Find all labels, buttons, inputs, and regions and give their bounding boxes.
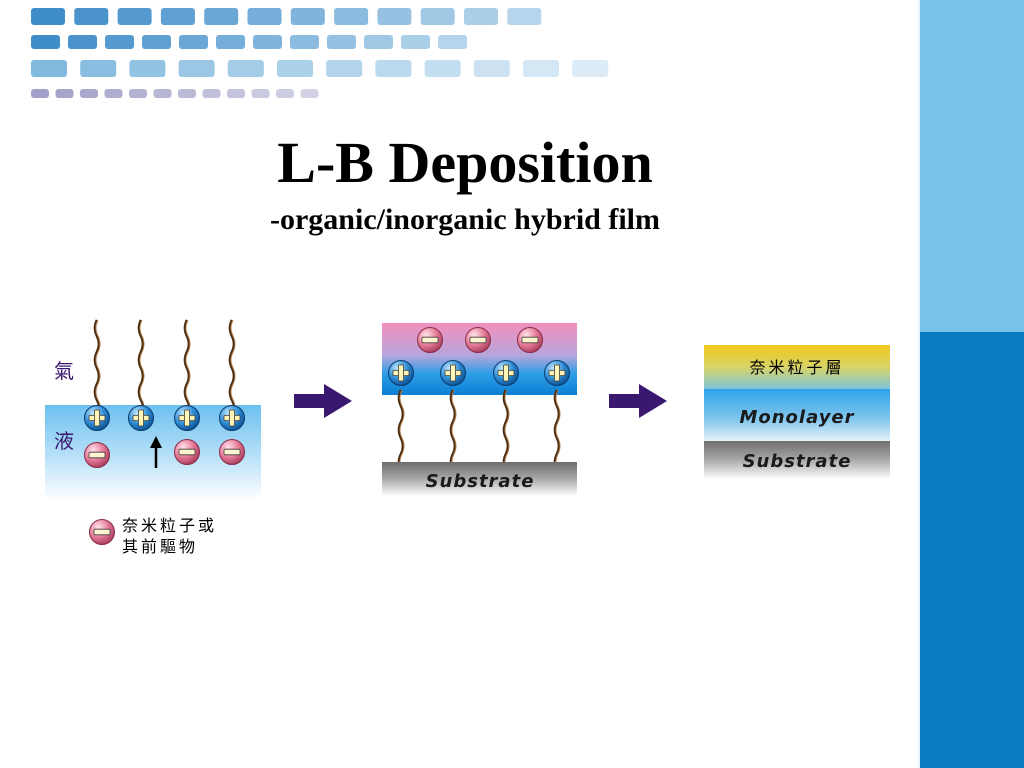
header-deco-bar (401, 35, 430, 49)
legend-text-line1: 奈米粒子或 (122, 516, 217, 535)
substrate-block (704, 441, 890, 479)
minus-ion-icon (465, 327, 491, 353)
slide-subtitle: -organic/inorganic hybrid film (270, 203, 660, 236)
header-deco-bar (68, 35, 97, 49)
plus-ion-icon (440, 360, 466, 386)
minus-ion-icon (89, 519, 115, 545)
plus-ion-icon (544, 360, 570, 386)
header-deco-bar (80, 60, 117, 77)
header-deco-bar (364, 35, 393, 49)
nanoparticle-layer (704, 345, 890, 389)
plus-ion-icon (128, 405, 154, 431)
nanoparticle-legend: 奈米粒子或 其前驅物 (89, 516, 217, 556)
lb-deposition-diagram: 氣 液 奈米粒子或 其前驅物 Substrate (45, 319, 890, 556)
header-deco-bar (227, 89, 245, 98)
header-deco-bar (105, 35, 134, 49)
header-deco-bar (204, 8, 239, 25)
header-deco-bar (55, 89, 74, 98)
header-deco-bar (523, 60, 559, 77)
monolayer-label: Monolayer (739, 407, 854, 428)
header-deco-bar (326, 60, 363, 77)
right-arrow-icon (294, 384, 352, 418)
legend-text-line2: 其前驅物 (122, 537, 198, 556)
alkyl-chain (183, 319, 191, 410)
header-deco-bar (74, 8, 109, 25)
header-deco-bar (80, 89, 98, 98)
liquid-phase-label: 液 (54, 429, 74, 453)
right-arrow-icon (609, 384, 667, 418)
header-deco-bar (247, 8, 282, 25)
header-deco-bar (327, 35, 356, 49)
plus-ion-icon (493, 360, 519, 386)
header-deco-bar (179, 35, 208, 49)
sidebar-top-block (918, 0, 1024, 332)
header-deco-bar (420, 8, 455, 25)
header-deco-bar (31, 8, 65, 25)
header-deco-bar (117, 8, 152, 25)
sidebar-decoration (918, 0, 1024, 768)
plus-ion-icon (174, 405, 200, 431)
panel-3-result-film: 奈米粒子層 Monolayer Substrate (704, 345, 890, 479)
header-deco-bar (216, 35, 245, 49)
minus-ion-icon (219, 439, 245, 465)
header-deco-bar (253, 35, 282, 49)
header-deco-bar (277, 60, 313, 77)
sidebar-bottom-block (918, 332, 1024, 768)
plus-ion-icon (84, 405, 110, 431)
alkyl-chain (228, 319, 236, 410)
plus-ion-icon (388, 360, 414, 386)
up-arrow-icon (150, 436, 162, 468)
header-deco-bar (300, 89, 319, 98)
header-deco-bar (142, 35, 171, 49)
minus-ion-icon (417, 327, 443, 353)
header-deco-bar (424, 60, 461, 77)
header-deco-bar (202, 89, 221, 98)
header-deco-bar (31, 89, 49, 98)
alkyl-chain (93, 319, 101, 410)
header-deco-bar (129, 60, 166, 77)
alkyl-chain (553, 389, 561, 469)
header-deco-bar (464, 8, 498, 25)
panel-2-transfer: Substrate (382, 323, 577, 496)
sidebar-edge (918, 0, 920, 768)
monolayer-block (704, 389, 890, 441)
header-deco-bar (129, 89, 147, 98)
header-deco-bar (31, 35, 60, 49)
gas-phase-label: 氣 (54, 359, 74, 383)
panel-1-trough: 氣 液 (45, 319, 261, 500)
nanoparticle-layer-label: 奈米粒子層 (749, 358, 844, 377)
substrate-label: Substrate (426, 471, 535, 492)
header-deco-bar (290, 8, 325, 25)
alkyl-chain (137, 319, 145, 410)
header-deco-bar (473, 60, 510, 77)
header-deco-bar (290, 35, 319, 49)
header-deco-bar (334, 8, 369, 25)
header-deco-bar (507, 8, 542, 25)
header-deco-bar (104, 89, 123, 98)
header-decoration (31, 8, 609, 98)
header-deco-bar (31, 60, 67, 77)
header-deco-bar (178, 60, 215, 77)
header-deco-bar (276, 89, 294, 98)
header-deco-bar (227, 60, 264, 77)
plus-ion-icon (219, 405, 245, 431)
alkyl-chain (502, 389, 510, 469)
minus-ion-icon (517, 327, 543, 353)
substrate-label: Substrate (743, 451, 852, 472)
substrate-block (382, 462, 577, 496)
header-deco-bar (377, 8, 412, 25)
header-deco-bar (160, 8, 195, 25)
minus-ion-icon (84, 442, 110, 468)
header-deco-bar (572, 60, 609, 77)
header-deco-bar (375, 60, 412, 77)
slide-title: L-B Deposition (277, 130, 653, 195)
header-deco-bar (251, 89, 270, 98)
alkyl-chain (449, 389, 457, 469)
header-deco-bar (178, 89, 196, 98)
header-deco-bar (438, 35, 467, 49)
minus-ion-icon (174, 439, 200, 465)
header-deco-bar (153, 89, 172, 98)
alkyl-chain (397, 389, 405, 469)
